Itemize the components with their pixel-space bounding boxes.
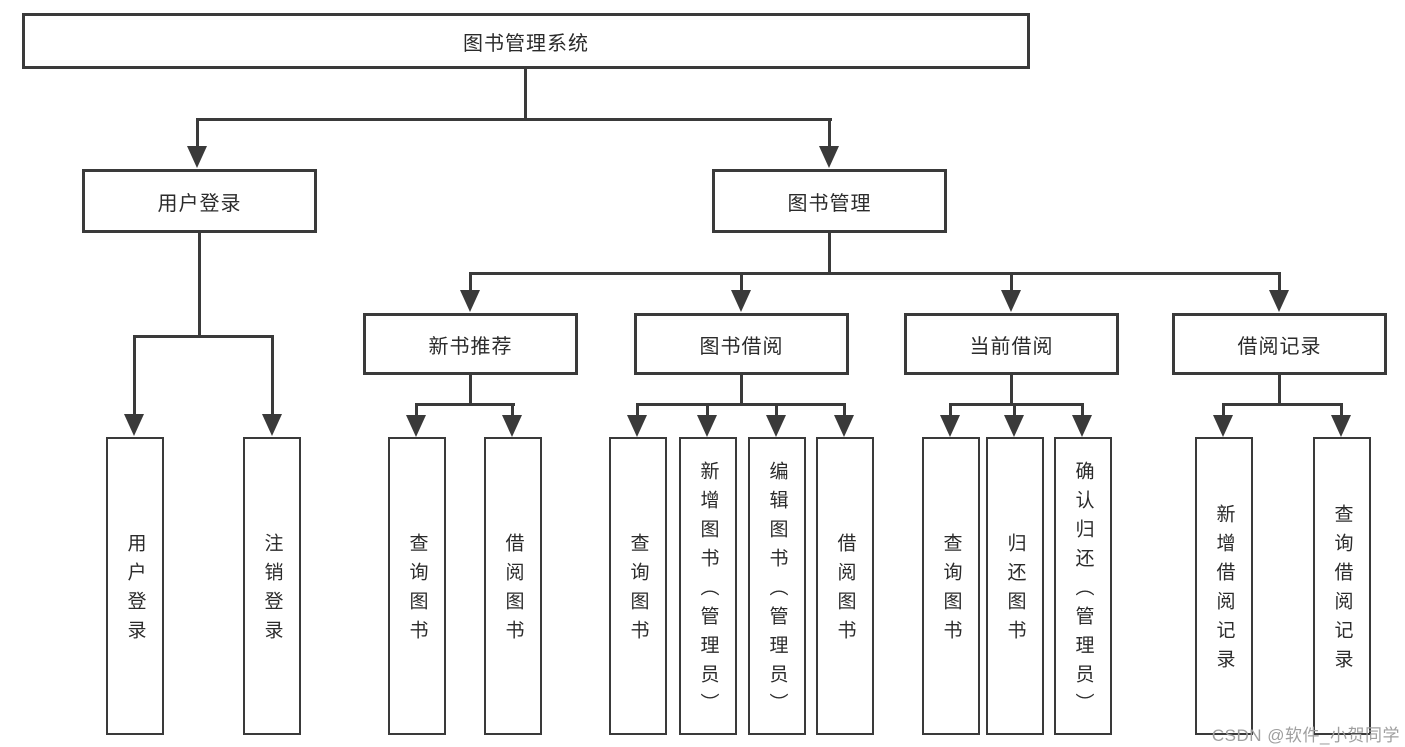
arrowhead-down-icon: [124, 414, 144, 436]
arrowhead-down-icon: [1331, 415, 1351, 437]
leaf-label: 查询借阅记录: [1331, 504, 1353, 678]
leaf-confirm-return-admin: 确认归还（管理员）: [1054, 437, 1112, 735]
connector-line: [740, 375, 743, 406]
leaf-user-login: 用户登录: [106, 437, 164, 735]
leaf-borrow-books: 借阅图书: [816, 437, 874, 735]
connector-line: [706, 403, 709, 416]
connector-line: [415, 403, 515, 406]
leaf-edit-book-admin: 编辑图书（管理员）: [748, 437, 806, 735]
arrowhead-down-icon: [731, 290, 751, 312]
arrowhead-down-icon: [697, 415, 717, 437]
node-user-login: 用户登录: [82, 169, 317, 233]
node-borrowing-records: 借阅记录: [1172, 313, 1387, 375]
node-book-management: 图书管理: [712, 169, 947, 233]
connector-line: [636, 403, 639, 416]
arrowhead-down-icon: [460, 290, 480, 312]
arrowhead-down-icon: [940, 415, 960, 437]
connector-line: [949, 403, 1084, 406]
leaf-label: 查询图书: [627, 533, 649, 649]
leaf-query-books-current: 查询图书: [922, 437, 980, 735]
connector-line: [1222, 403, 1342, 406]
leaf-label: 注销登录: [261, 533, 283, 649]
connector-line: [271, 335, 274, 415]
connector-line: [469, 272, 472, 292]
arrowhead-down-icon: [819, 146, 839, 168]
connector-line: [196, 118, 832, 121]
arrowhead-down-icon: [1072, 415, 1092, 437]
arrowhead-down-icon: [262, 414, 282, 436]
connector-line: [133, 335, 274, 338]
arrowhead-down-icon: [1004, 415, 1024, 437]
connector-line: [524, 69, 527, 121]
node-current-borrowing: 当前借阅: [904, 313, 1119, 375]
leaf-label: 编辑图书（管理员）: [766, 460, 788, 722]
leaf-label: 用户登录: [124, 533, 146, 649]
node-label: 借阅记录: [1237, 335, 1322, 358]
node-library-management-system: 图书管理系统: [22, 13, 1030, 69]
connector-line: [828, 233, 831, 275]
connector-line: [196, 118, 199, 148]
connector-line: [636, 403, 846, 406]
connector-line: [1222, 403, 1225, 416]
node-label: 图书管理: [787, 192, 872, 215]
leaf-label: 借阅图书: [834, 533, 856, 649]
node-label: 图书管理系统: [463, 32, 589, 55]
connector-line: [1013, 403, 1016, 416]
connector-line: [1010, 272, 1013, 292]
arrowhead-down-icon: [834, 415, 854, 437]
connector-line: [511, 403, 514, 416]
node-book-borrowing: 图书借阅: [634, 313, 849, 375]
connector-line: [828, 118, 831, 148]
leaf-query-books-borrowing: 查询图书: [609, 437, 667, 735]
leaf-label: 新增图书（管理员）: [697, 460, 719, 722]
leaf-label: 借阅图书: [502, 533, 524, 649]
arrowhead-down-icon: [766, 415, 786, 437]
connector-line: [1081, 403, 1084, 416]
arrowhead-down-icon: [1269, 290, 1289, 312]
connector-line: [415, 403, 418, 416]
leaf-query-books-recommend: 查询图书: [388, 437, 446, 735]
leaf-query-borrow-record: 查询借阅记录: [1313, 437, 1371, 735]
arrowhead-down-icon: [502, 415, 522, 437]
connector-line: [469, 272, 1281, 275]
connector-line: [133, 335, 136, 415]
leaf-add-borrow-record: 新增借阅记录: [1195, 437, 1253, 735]
arrowhead-down-icon: [406, 415, 426, 437]
connector-line: [198, 233, 201, 338]
leaf-label: 查询图书: [940, 533, 962, 649]
leaf-label: 归还图书: [1004, 533, 1026, 649]
csdn-watermark: CSDN @软件_小贺同学: [1211, 726, 1400, 745]
node-label: 当前借阅: [969, 335, 1054, 358]
connector-line: [469, 375, 472, 406]
leaf-label: 确认归还（管理员）: [1072, 460, 1094, 722]
connector-line: [843, 403, 846, 416]
leaf-borrow-books-recommend: 借阅图书: [484, 437, 542, 735]
connector-line: [1278, 375, 1281, 406]
leaf-label: 查询图书: [406, 533, 428, 649]
node-label: 新书推荐: [428, 335, 513, 358]
arrowhead-down-icon: [1213, 415, 1233, 437]
node-label: 图书借阅: [699, 335, 784, 358]
connector-line: [1340, 403, 1343, 416]
leaf-return-book: 归还图书: [986, 437, 1044, 735]
connector-line: [949, 403, 952, 416]
connector-line: [775, 403, 778, 416]
connector-line: [1010, 375, 1013, 406]
connector-line: [740, 272, 743, 292]
node-label: 用户登录: [157, 192, 242, 215]
connector-line: [1278, 272, 1281, 292]
arrowhead-down-icon: [187, 146, 207, 168]
arrowhead-down-icon: [1001, 290, 1021, 312]
leaf-label: 新增借阅记录: [1213, 504, 1235, 678]
leaf-logout: 注销登录: [243, 437, 301, 735]
node-new-book-recommend: 新书推荐: [363, 313, 578, 375]
leaf-add-book-admin: 新增图书（管理员）: [679, 437, 737, 735]
arrowhead-down-icon: [627, 415, 647, 437]
